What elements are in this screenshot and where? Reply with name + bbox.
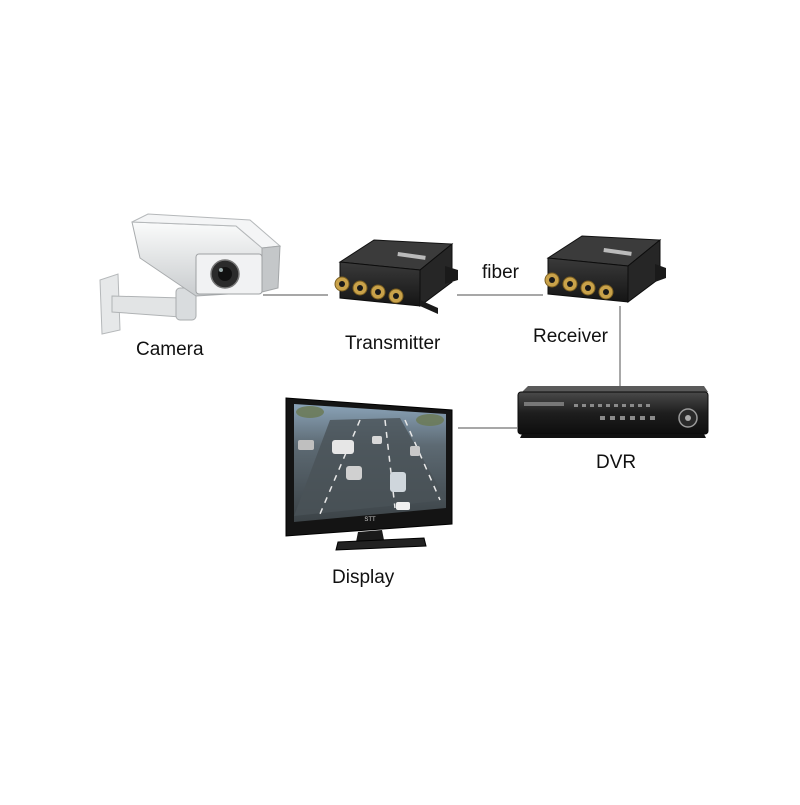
display-icon: STT [285,397,453,551]
bnc-connectors [544,272,614,300]
dvr-label: DVR [596,452,637,473]
receiver-icon [544,235,666,303]
transmitter-icon [334,239,458,314]
dvr-icon [517,386,709,438]
connection-lines [263,294,621,429]
fiber-label: fiber [482,262,519,283]
monitor-brand: STT [364,517,376,523]
receiver-label: Receiver [533,326,608,347]
transmitter-label: Transmitter [345,333,441,354]
camera-label: Camera [136,339,204,360]
cars [298,436,420,510]
display-label: Display [332,567,395,588]
camera-icon [99,213,282,335]
